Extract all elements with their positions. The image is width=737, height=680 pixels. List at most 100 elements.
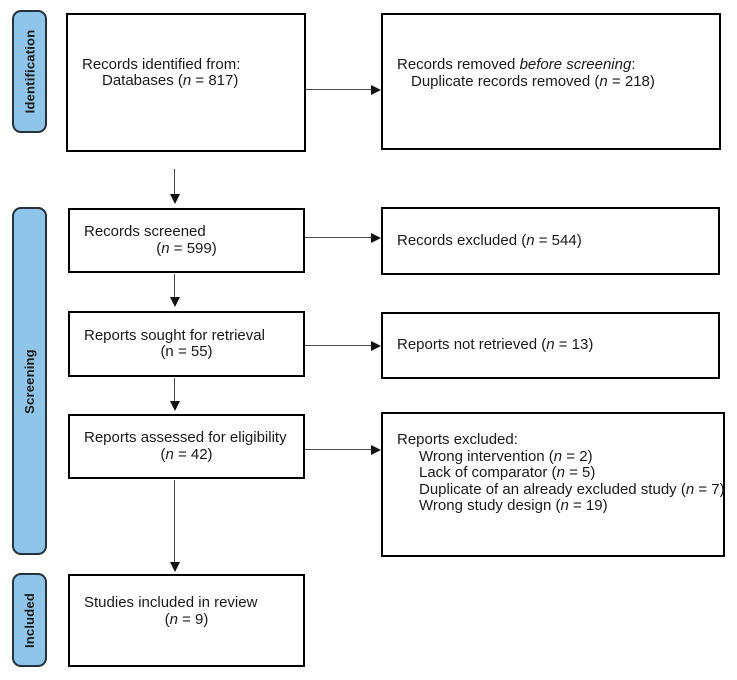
arrow-line [173, 274, 176, 297]
arrow-line [305, 344, 371, 347]
text-segment: Records screened [84, 223, 206, 240]
text-segment: Studies included in review [84, 594, 258, 611]
text-segment: = 5) [564, 464, 596, 482]
text-segment: = 544) [534, 231, 582, 249]
box-reports-sought: Reports sought for retrieval (n = 55) [68, 311, 305, 377]
n-variable: n [553, 447, 563, 465]
arrow-head-icon [169, 194, 180, 204]
stage-label-identification-text: Identification [22, 29, 38, 114]
text-segment: = 13) [554, 336, 594, 354]
text-segment: ( [156, 239, 162, 257]
text-segment: ( [164, 610, 170, 628]
n-variable: n [546, 336, 555, 354]
box-text-line: Reports sought for retrieval [84, 326, 295, 345]
text-segment: Records removed [397, 56, 520, 73]
text-segment: : [631, 56, 636, 73]
box-text-line: Wrong study design (n = 19) [397, 498, 715, 515]
text-segment: Duplicate records removed ( [411, 72, 600, 90]
text-segment: Reports sought for retrieval [84, 326, 265, 344]
text-segment: Wrong study design ( [419, 497, 561, 515]
n-variable: n [685, 480, 695, 498]
box-reports-not-retrieved: Reports not retrieved (n = 13) [381, 312, 720, 379]
arrow-head-icon [169, 297, 180, 307]
box-text-line: Records screened [84, 223, 295, 241]
box-text-line: (n = 599) [84, 239, 295, 258]
n-variable: n [161, 239, 170, 257]
box-reports-assessed: Reports assessed for eligibility (n = 42… [68, 414, 305, 479]
box-text-line: Records removed before screening: [397, 56, 711, 74]
arrow-head-icon [371, 232, 381, 243]
text-segment: Lack of comparator ( [419, 464, 557, 482]
stage-label-screening-text: Screening [22, 348, 37, 414]
text-segment: ( [160, 445, 166, 463]
box-text-line: (n = 9) [84, 610, 295, 629]
box-text-line: Reports not retrieved (n = 13) [397, 337, 710, 354]
n-variable: n [560, 497, 569, 515]
box-text-line: (n = 55) [84, 343, 295, 361]
text-segment: Reports excluded: [397, 431, 518, 449]
n-variable: n [182, 72, 192, 89]
text-segment: Wrong intervention ( [419, 447, 554, 465]
n-variable: n [526, 231, 535, 249]
n-variable: n [165, 445, 174, 463]
box-text-line: Wrong intervention (n = 2) [397, 447, 715, 466]
text-segment: Records excluded ( [397, 231, 527, 249]
box-reports-excluded: Reports excluded: Wrong intervention (n … [381, 412, 725, 557]
text-segment: Records identified from: [82, 55, 241, 73]
down-arrow [169, 378, 180, 411]
arrow-line [173, 169, 176, 194]
box-text-line: Records excluded (n = 544) [397, 231, 710, 250]
arrow-head-icon [371, 84, 381, 95]
box-text-line: Lack of comparator (n = 5) [397, 465, 715, 482]
text-segment: Databases ( [102, 72, 183, 89]
stage-label-included-text: Included [22, 592, 37, 648]
arrow-line [306, 88, 371, 91]
down-arrow [169, 480, 180, 572]
text-segment: = 7) [694, 480, 725, 498]
arrow-head-icon [169, 562, 180, 572]
text-segment: = 2) [562, 447, 593, 465]
down-arrow [169, 169, 180, 204]
box-records-removed-before-screening: Records removed before screening: Duplic… [381, 13, 721, 150]
text-segment: = 599) [169, 239, 217, 257]
right-arrow [306, 84, 381, 95]
box-text-line: Duplicate records removed (n = 218) [397, 72, 711, 91]
text-segment: Reports not retrieved ( [397, 336, 547, 354]
box-text-line: (n = 42) [84, 445, 295, 464]
right-arrow [305, 444, 381, 455]
text-segment: (n = 55) [160, 343, 213, 360]
text-segment: = 817) [191, 72, 239, 89]
box-studies-included: Studies included in review (n = 9) [68, 574, 305, 667]
down-arrow [169, 274, 180, 307]
arrow-head-icon [371, 444, 381, 455]
text-segment: = 218) [607, 72, 655, 90]
n-variable: n [599, 72, 608, 90]
n-variable: n [556, 464, 565, 482]
text-segment: = 9) [177, 610, 209, 628]
box-text-line: Databases (n = 817) [82, 72, 296, 90]
text-segment: = 19) [568, 497, 608, 515]
arrow-line [305, 448, 371, 451]
text-segment: Reports assessed for eligibility [84, 429, 287, 446]
stage-label-identification: Identification [12, 10, 47, 133]
box-records-identified: Records identified from: Databases (n = … [66, 13, 306, 152]
right-arrow [305, 232, 381, 243]
box-text-line: Duplicate of an already excluded study (… [397, 480, 725, 499]
arrow-head-icon [371, 340, 381, 351]
text-segment: Duplicate of an already excluded study ( [419, 480, 686, 498]
box-records-excluded: Records excluded (n = 544) [381, 207, 720, 275]
box-text-line: Reports assessed for eligibility [84, 429, 295, 447]
n-variable: n [169, 610, 178, 628]
right-arrow [305, 340, 381, 351]
box-text-line: Reports excluded: [397, 432, 715, 449]
box-records-screened: Records screened (n = 599) [68, 208, 305, 273]
arrow-head-icon [169, 401, 180, 411]
emphasis-text: before screening [519, 56, 632, 73]
stage-label-included: Included [12, 573, 47, 667]
stage-label-screening: Screening [12, 207, 47, 555]
arrow-line [173, 378, 176, 401]
arrow-line [173, 480, 176, 562]
box-text-line: Studies included in review [84, 594, 295, 612]
arrow-line [305, 236, 371, 239]
